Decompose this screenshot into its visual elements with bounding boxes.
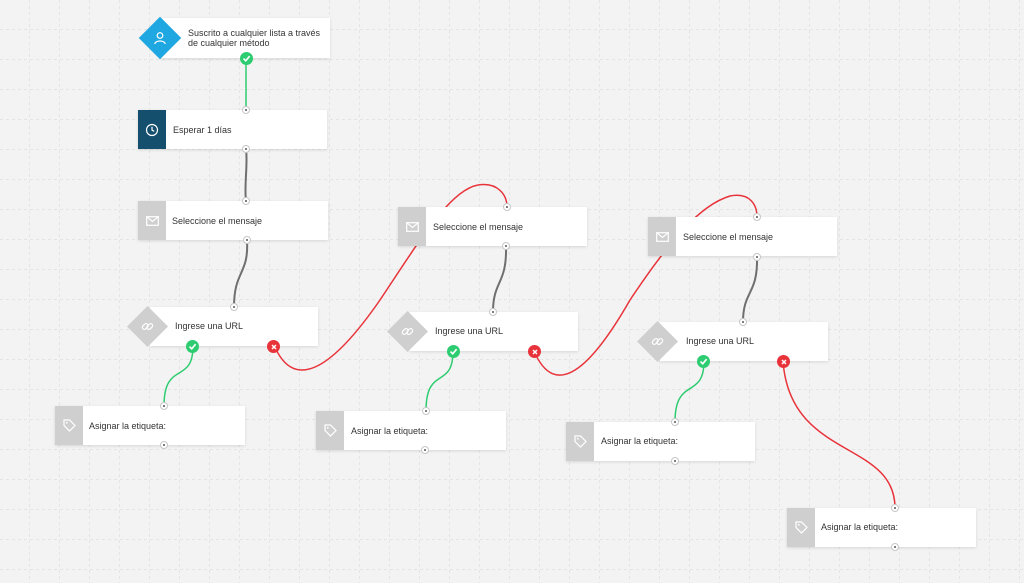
message-icon-box — [648, 217, 676, 256]
envelope-icon — [405, 221, 419, 232]
url-1-input-port[interactable] — [230, 303, 238, 311]
url-condition-node-3[interactable]: Ingrese una URL — [636, 320, 830, 368]
tag-4-input-port[interactable] — [891, 504, 899, 512]
connection-url-1-yes-to-tag-1 — [163, 345, 194, 407]
url-3-input-port[interactable] — [739, 318, 747, 326]
tag-label: Asignar la etiqueta: — [601, 436, 679, 446]
connection-message-1-to-url-1 — [233, 239, 249, 308]
message-icon-box — [138, 201, 166, 240]
tag-label: Asignar la etiqueta: — [821, 522, 899, 532]
check-icon — [242, 55, 251, 62]
tag-label: Asignar la etiqueta: — [89, 421, 167, 431]
wait-label: Esperar 1 días — [173, 125, 232, 135]
link-icon — [401, 325, 414, 338]
tag-icon-box — [566, 422, 594, 461]
envelope-icon — [655, 231, 669, 242]
tag-icon — [573, 435, 587, 448]
link-icon — [651, 335, 664, 348]
tag-4-output-port[interactable] — [891, 543, 899, 551]
tag-icon — [323, 424, 337, 437]
tag-icon — [62, 419, 76, 432]
url-condition-label: Ingrese una URL — [175, 321, 244, 331]
tag-node-1[interactable]: Asignar la etiqueta: — [55, 406, 245, 446]
wait-node[interactable]: Esperar 1 días — [138, 110, 327, 150]
message-node-1[interactable]: Seleccione el mensaje — [138, 201, 328, 241]
tag-1-output-port[interactable] — [160, 441, 168, 449]
url-condition-label: Ingrese una URL — [686, 336, 755, 346]
url-1-no-badge[interactable] — [267, 340, 280, 353]
url-condition-label: Ingrese una URL — [435, 326, 504, 336]
connection-wait-to-message-1 — [244, 148, 248, 202]
url-2-no-badge[interactable] — [528, 345, 541, 358]
tag-2-input-port[interactable] — [422, 407, 430, 415]
envelope-icon — [145, 215, 159, 226]
tag-icon-box — [316, 411, 344, 450]
link-icon — [141, 320, 154, 333]
trigger-diamond — [138, 16, 182, 60]
wait-output-port[interactable] — [242, 145, 250, 153]
wait-input-port[interactable] — [242, 106, 250, 114]
message-label: Seleccione el mensaje — [433, 222, 524, 232]
tag-icon-box — [787, 508, 815, 547]
check-icon — [188, 343, 197, 350]
message-1-input-port[interactable] — [242, 197, 250, 205]
tag-3-input-port[interactable] — [671, 418, 679, 426]
tag-node-4[interactable]: Asignar la etiqueta: — [787, 508, 976, 548]
user-icon — [153, 31, 167, 45]
url-condition-diamond — [386, 310, 429, 353]
message-2-input-port[interactable] — [503, 203, 511, 211]
url-3-yes-badge[interactable] — [697, 355, 710, 368]
connection-message-3-to-url-3 — [742, 256, 759, 323]
message-2-output-port[interactable] — [502, 242, 510, 250]
tag-node-2[interactable]: Asignar la etiqueta: — [316, 411, 506, 451]
url-condition-node-2[interactable]: Ingrese una URL — [386, 310, 580, 358]
tag-label: Asignar la etiqueta: — [351, 426, 429, 436]
url-2-yes-badge[interactable] — [447, 345, 460, 358]
tag-icon-box — [55, 406, 83, 445]
close-icon — [531, 348, 538, 355]
message-icon-box — [398, 207, 426, 246]
url-3-no-badge[interactable] — [777, 355, 790, 368]
message-node-3[interactable]: Seleccione el mensaje — [648, 217, 837, 257]
message-node-2[interactable]: Seleccione el mensaje — [398, 207, 587, 247]
check-icon — [699, 358, 708, 365]
trigger-label-line-1: Suscrito a cualquier lista a través — [188, 28, 321, 38]
url-1-yes-badge[interactable] — [186, 340, 199, 353]
wait-icon-box — [138, 110, 166, 149]
connection-url-2-yes-to-tag-2 — [425, 350, 454, 412]
check-icon — [449, 348, 458, 355]
trigger-success-badge[interactable] — [240, 52, 253, 65]
connection-message-2-to-url-2 — [492, 245, 508, 313]
url-condition-node-1[interactable]: Ingrese una URL — [126, 305, 320, 353]
trigger-label-line-2: de cualquier método — [188, 38, 270, 48]
tag-node-3[interactable]: Asignar la etiqueta: — [566, 422, 755, 462]
connection-url-3-yes-to-tag-3 — [674, 360, 705, 423]
connection-url-1-no-to-message-2 — [273, 183, 508, 371]
close-icon — [780, 358, 787, 365]
close-icon — [270, 343, 277, 350]
tag-1-input-port[interactable] — [160, 402, 168, 410]
trigger-node[interactable]: Suscrito a cualquier lista a través de c… — [138, 16, 330, 65]
url-2-input-port[interactable] — [489, 308, 497, 316]
tag-3-output-port[interactable] — [671, 457, 679, 465]
message-label: Seleccione el mensaje — [172, 216, 263, 226]
url-condition-diamond — [126, 305, 169, 348]
message-3-output-port[interactable] — [753, 253, 761, 261]
url-condition-diamond — [636, 320, 679, 363]
message-1-output-port[interactable] — [243, 236, 251, 244]
tag-icon — [794, 521, 808, 534]
connection-url-3-no-to-tag-4 — [782, 360, 896, 509]
tag-2-output-port[interactable] — [421, 446, 429, 454]
message-label: Seleccione el mensaje — [683, 232, 774, 242]
connection-url-2-no-to-message-3 — [533, 194, 758, 376]
message-3-input-port[interactable] — [753, 213, 761, 221]
clock-icon — [145, 123, 159, 136]
